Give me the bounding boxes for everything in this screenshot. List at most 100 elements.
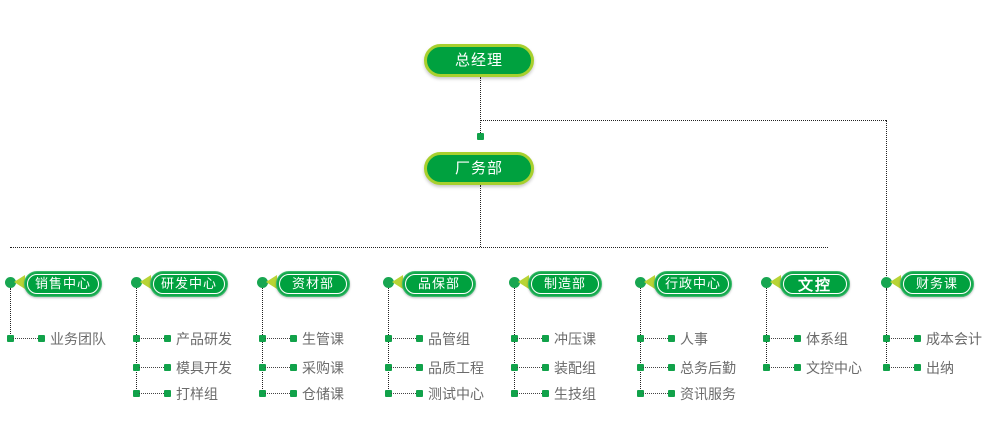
department-label: 文控	[783, 274, 847, 294]
leaf-spine-marker	[883, 364, 890, 371]
leaf-connector-line	[265, 393, 290, 394]
leaf-item[interactable]: 采购课	[302, 361, 344, 377]
leaf-bullet-marker	[794, 364, 801, 371]
department-connector-dot	[131, 277, 142, 288]
department-label: 财务课	[903, 274, 971, 294]
leaf-bullet-marker	[542, 364, 549, 371]
leaf-spine-marker	[763, 364, 770, 371]
leaf-spine-marker	[133, 335, 140, 342]
leaf-connector-line	[643, 367, 668, 368]
department-arrow-icon	[140, 275, 151, 289]
leaf-item[interactable]: 资讯服务	[680, 387, 736, 403]
leaf-bullet-marker	[416, 390, 423, 397]
department-label: 销售中心	[27, 274, 99, 294]
leaf-item[interactable]: 产品研发	[176, 332, 232, 348]
department-connector-dot	[881, 277, 892, 288]
node-department[interactable]: 制造部	[528, 271, 602, 297]
leaf-spine-marker	[259, 335, 266, 342]
leaf-spine-marker	[637, 390, 644, 397]
leaf-connector-line	[643, 338, 668, 339]
department-connector-dot	[635, 277, 646, 288]
leaf-item[interactable]: 成本会计	[926, 332, 982, 348]
leaf-bullet-marker	[416, 335, 423, 342]
department-connector-dot	[383, 277, 394, 288]
node-department[interactable]: 研发中心	[150, 271, 228, 297]
node-department[interactable]: 行政中心	[654, 271, 732, 297]
leaf-connector-line	[769, 367, 794, 368]
leaf-spine-marker	[763, 335, 770, 342]
department-arrow-icon	[14, 275, 25, 289]
leaf-item[interactable]: 人事	[680, 332, 708, 348]
marker-factory-dept	[477, 133, 484, 140]
leaf-item[interactable]: 业务团队	[50, 332, 106, 348]
leaf-bullet-marker	[290, 335, 297, 342]
leaf-bullet-marker	[290, 364, 297, 371]
node-department[interactable]: 文控	[780, 271, 850, 297]
leaf-connector-line	[889, 367, 914, 368]
node-department[interactable]: 销售中心	[24, 271, 102, 297]
leaf-item[interactable]: 仓储课	[302, 387, 344, 403]
leaf-bullet-marker	[542, 335, 549, 342]
leaf-connector-line	[769, 338, 794, 339]
leaf-item[interactable]: 文控中心	[806, 361, 862, 377]
leaf-connector-line	[139, 367, 164, 368]
leaf-bullet-marker	[914, 335, 921, 342]
line-gm-to-finance	[480, 120, 886, 121]
leaf-item[interactable]: 品管组	[428, 332, 470, 348]
leaf-bullet-marker	[290, 390, 297, 397]
leaf-spine-marker	[7, 335, 14, 342]
node-department[interactable]: 品保部	[402, 271, 476, 297]
leaf-connector-line	[517, 367, 542, 368]
leaf-item[interactable]: 生技组	[554, 387, 596, 403]
leaf-bullet-marker	[794, 335, 801, 342]
leaf-connector-line	[391, 338, 416, 339]
node-department[interactable]: 财务课	[900, 271, 974, 297]
department-arrow-icon	[770, 275, 781, 289]
department-arrow-icon	[644, 275, 655, 289]
leaf-item[interactable]: 冲压课	[554, 332, 596, 348]
node-factory-affairs[interactable]: 厂务部	[424, 152, 534, 185]
line-finance-vertical	[886, 120, 887, 290]
leaf-item[interactable]: 品质工程	[428, 361, 484, 377]
leaf-item[interactable]: 模具开发	[176, 361, 232, 377]
department-label: 行政中心	[657, 274, 729, 294]
leaf-bullet-marker	[38, 335, 45, 342]
leaf-spine-marker	[883, 335, 890, 342]
leaf-spine-marker	[385, 390, 392, 397]
leaf-bullet-marker	[914, 364, 921, 371]
leaf-bullet-marker	[668, 335, 675, 342]
leaf-item[interactable]: 打样组	[176, 387, 218, 403]
leaf-item[interactable]: 测试中心	[428, 387, 484, 403]
leaf-connector-line	[391, 393, 416, 394]
leaf-spine-marker	[637, 335, 644, 342]
leaf-item[interactable]: 总务后勤	[680, 361, 736, 377]
leaf-connector-line	[391, 367, 416, 368]
leaf-item[interactable]: 体系组	[806, 332, 848, 348]
leaf-item[interactable]: 生管课	[302, 332, 344, 348]
leaf-spine-marker	[511, 335, 518, 342]
department-label: 资材部	[279, 274, 347, 294]
node-department[interactable]: 资材部	[276, 271, 350, 297]
department-label: 制造部	[531, 274, 599, 294]
leaf-connector-line	[643, 393, 668, 394]
line-factory-vertical	[480, 185, 481, 247]
line-department-bus	[10, 247, 828, 248]
leaf-bullet-marker	[164, 364, 171, 371]
node-general-manager[interactable]: 总经理	[424, 44, 534, 77]
department-arrow-icon	[266, 275, 277, 289]
leaf-bullet-marker	[416, 364, 423, 371]
department-arrow-icon	[392, 275, 403, 289]
department-connector-dot	[509, 277, 520, 288]
leaf-item[interactable]: 出纳	[926, 361, 954, 377]
leaf-spine-marker	[637, 364, 644, 371]
department-arrow-icon	[890, 275, 901, 289]
leaf-bullet-marker	[164, 390, 171, 397]
leaf-item[interactable]: 装配组	[554, 361, 596, 377]
department-label: 研发中心	[153, 274, 225, 294]
department-connector-dot	[257, 277, 268, 288]
leaf-connector-line	[889, 338, 914, 339]
department-spine-line	[886, 288, 887, 367]
department-arrow-icon	[518, 275, 529, 289]
leaf-spine-marker	[133, 364, 140, 371]
